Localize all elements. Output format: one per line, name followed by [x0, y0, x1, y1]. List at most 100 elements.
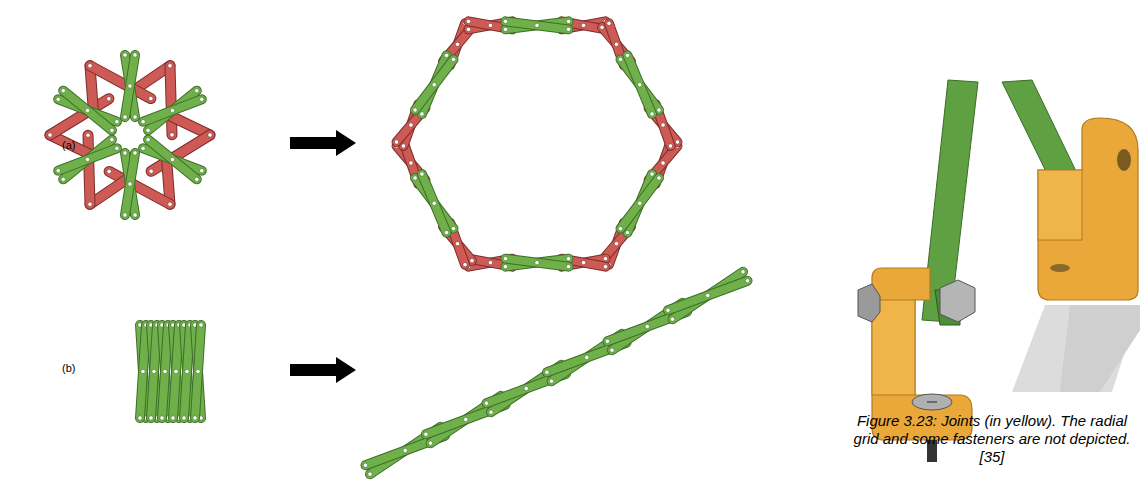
pin-hole — [133, 115, 137, 119]
pin-hole — [123, 151, 127, 155]
pin-hole — [668, 144, 672, 148]
bar-outline — [148, 140, 197, 180]
pin-hole — [470, 258, 474, 262]
bar-outline — [668, 281, 748, 311]
bar — [422, 174, 447, 233]
pin-hole — [138, 416, 142, 420]
pin-hole — [208, 133, 212, 137]
pin-hole — [115, 119, 119, 123]
pin-hole — [706, 293, 710, 297]
bar — [621, 59, 659, 110]
bar-outline — [125, 55, 135, 117]
bar — [173, 325, 179, 418]
pin-hole — [420, 172, 424, 176]
pin-hole — [444, 230, 448, 234]
pin-hole — [614, 241, 618, 245]
pin-hole — [464, 417, 468, 421]
pin-hole — [432, 82, 436, 86]
pin-hole — [645, 324, 649, 328]
pin-hole — [170, 108, 174, 112]
bar — [140, 325, 146, 418]
bar — [162, 325, 168, 418]
joint-hole — [1117, 149, 1131, 171]
bar — [125, 153, 135, 215]
bar — [621, 178, 659, 229]
bar — [415, 178, 453, 229]
pin-hole — [409, 161, 413, 165]
pin-hole — [128, 84, 132, 88]
pin-hole — [605, 339, 609, 343]
pin-hole — [566, 264, 570, 268]
bar — [505, 259, 568, 267]
pin-hole — [200, 168, 204, 172]
pin-hole — [464, 417, 468, 421]
joint-render — [858, 80, 1140, 462]
bar — [627, 55, 652, 114]
bar — [58, 99, 117, 121]
pin-hole — [661, 123, 665, 127]
pin-hole — [123, 53, 127, 57]
pin-hole — [455, 241, 459, 245]
bar-outline — [184, 325, 190, 418]
bar — [162, 325, 168, 418]
bar — [184, 325, 190, 418]
bar-outline — [422, 55, 447, 114]
pin-hole — [455, 42, 459, 46]
pin-hole — [618, 226, 622, 230]
pin-hole — [432, 82, 436, 86]
pin-hole — [566, 19, 570, 23]
pin-hole — [123, 213, 127, 217]
bar-outline — [415, 59, 453, 110]
bar-outline — [649, 146, 678, 180]
bar — [58, 148, 117, 170]
pin-hole — [196, 369, 200, 373]
pin-hole — [503, 19, 507, 23]
bar — [173, 325, 179, 418]
pin-hole — [152, 369, 156, 373]
pin-hole — [168, 64, 172, 68]
pin-hole — [545, 370, 549, 374]
pin-hole — [625, 230, 629, 234]
bar — [505, 21, 568, 29]
bar — [148, 91, 197, 131]
pin-hole — [638, 82, 642, 86]
pin-hole — [48, 133, 52, 137]
bar — [627, 174, 652, 233]
pin-hole — [88, 202, 92, 206]
pin-hole — [128, 182, 132, 186]
bar-outline — [151, 325, 157, 418]
pin-hole — [128, 84, 132, 88]
bar-outline — [505, 21, 568, 29]
pin-hole — [409, 123, 413, 127]
pin-hole — [107, 97, 111, 101]
pin-hole — [657, 108, 661, 112]
bar — [151, 325, 157, 418]
pin-hole — [645, 324, 649, 328]
pin-hole — [603, 256, 607, 260]
bar-outline — [125, 55, 135, 117]
bar-outline — [140, 325, 146, 418]
pin-hole — [650, 112, 654, 116]
pin-hole — [168, 64, 172, 68]
pin-hole — [428, 441, 432, 445]
bar — [649, 146, 678, 180]
pin-hole — [163, 369, 167, 373]
pin-hole — [200, 97, 204, 101]
bar-outline — [166, 114, 210, 135]
bar — [143, 148, 202, 170]
linkage-bars — [48, 19, 750, 476]
pin-hole — [488, 23, 492, 27]
pin-hole — [661, 161, 665, 165]
bar — [195, 325, 201, 418]
pin-hole — [141, 119, 145, 123]
arrow — [290, 130, 356, 156]
pin-hole — [625, 53, 629, 57]
bar-outline — [151, 325, 157, 418]
bar-outline — [173, 325, 179, 418]
pin-hole — [133, 213, 137, 217]
bar — [422, 55, 447, 114]
pin-hole — [614, 42, 618, 46]
joint-bracket — [1038, 118, 1138, 300]
bar-outline — [621, 59, 659, 110]
pin-hole — [638, 82, 642, 86]
